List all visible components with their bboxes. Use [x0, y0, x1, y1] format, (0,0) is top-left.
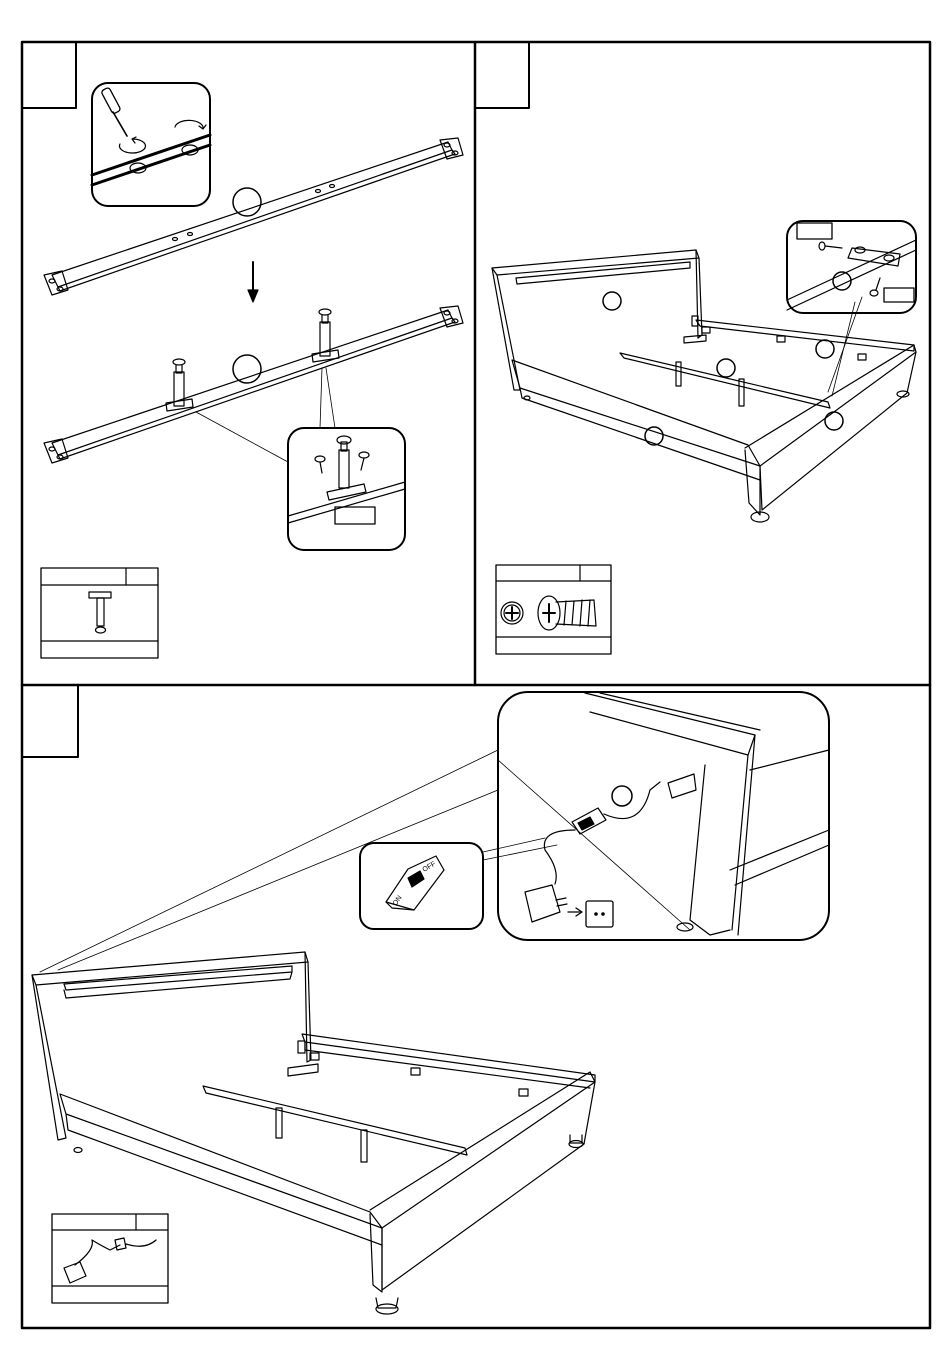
quantity-label-box — [335, 507, 375, 524]
power-switch-detail-bubble: ON OFF — [360, 843, 483, 929]
power-adapter-icon — [64, 1238, 156, 1283]
switch-label-on: ON — [392, 895, 404, 908]
step-number-box — [22, 685, 78, 757]
arrow-down-icon — [248, 262, 258, 302]
quantity-label-box — [797, 223, 832, 239]
step-1-panel — [22, 42, 463, 658]
switch-label-off: OFF — [422, 861, 438, 874]
wall-socket-icon — [586, 901, 613, 927]
leader-lines — [196, 368, 335, 462]
screwdriver-detail-bubble — [92, 83, 210, 206]
leg-screw-detail-bubble — [288, 428, 405, 550]
leader-lines — [40, 750, 690, 972]
step-number-box — [22, 42, 76, 108]
screw-icon — [870, 278, 880, 296]
screw-icon — [538, 596, 596, 630]
screw-icon — [315, 456, 325, 473]
screw-icon — [359, 452, 369, 470]
rotate-clockwise-icon — [119, 137, 145, 153]
parts-box-legs — [41, 568, 158, 658]
bracket-screw-detail-bubble — [787, 221, 916, 313]
bed-frame-step2 — [492, 250, 916, 522]
bed-frame-step3 — [32, 952, 595, 1314]
quantity-label-box — [884, 288, 914, 302]
step-3-panel: ON OFF — [22, 685, 829, 1314]
headboard-wiring-detail-bubble — [498, 692, 829, 940]
screw-icon — [819, 242, 842, 250]
part-callout-circle — [233, 188, 261, 216]
page-frame — [22, 42, 930, 1328]
power-plug-icon — [668, 774, 696, 798]
screwdriver-icon — [101, 87, 127, 136]
step-number-box — [475, 42, 529, 108]
parts-box-adapter — [52, 1214, 168, 1303]
step-2-panel — [475, 42, 916, 654]
power-adapter-icon — [525, 885, 560, 922]
center-rail-lower — [44, 306, 463, 463]
rotate-counterclockwise-icon — [175, 120, 206, 129]
part-callout-circles — [603, 292, 843, 445]
part-callout-circle — [612, 786, 632, 806]
parts-box-screws — [496, 565, 611, 654]
adjustable-leg-icon — [89, 592, 111, 633]
part-callout-circle — [233, 355, 261, 383]
phillips-head-icon — [501, 602, 523, 624]
